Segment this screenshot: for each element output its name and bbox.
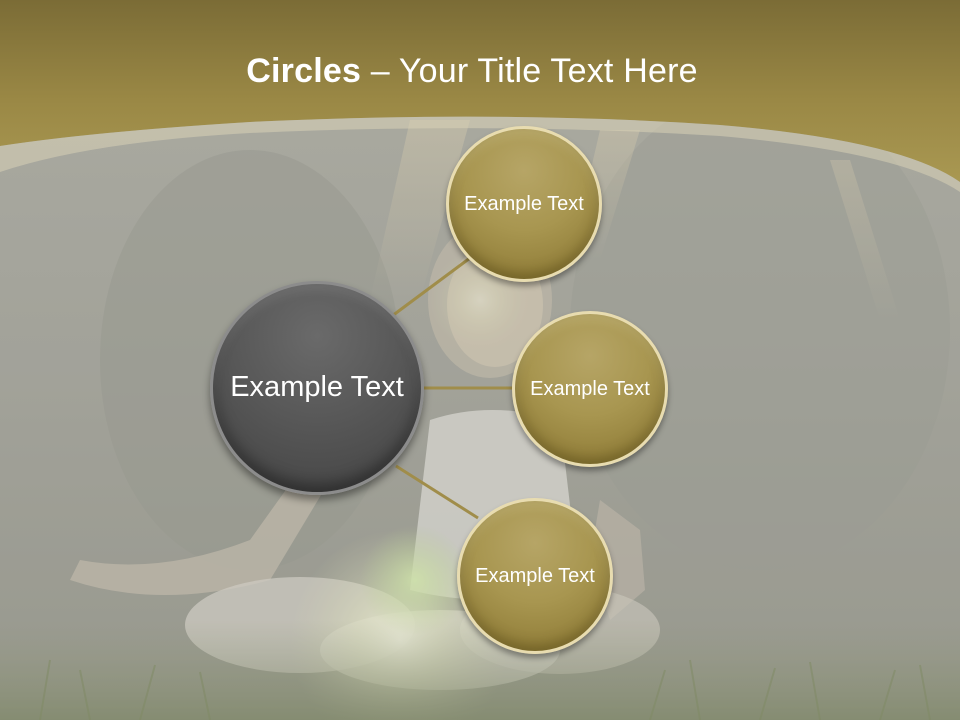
title-bold-part: Circles — [246, 52, 362, 90]
outer-circle-middle-label: Example Text — [530, 378, 650, 400]
outer-circle-top[interactable]: Example Text — [446, 126, 602, 282]
center-circle-label: Example Text — [230, 371, 404, 404]
connector-line-top — [391, 256, 471, 318]
connector-line-bottom — [395, 464, 479, 520]
outer-circle-bottom-label: Example Text — [475, 565, 595, 587]
slide-title[interactable]: Circles – Your Title Text Here — [0, 52, 944, 91]
center-circle[interactable]: Example Text — [210, 281, 424, 495]
title-rest: Your Title Text Here — [398, 52, 698, 90]
outer-circle-middle[interactable]: Example Text — [512, 311, 668, 467]
title-separator: – — [361, 52, 399, 90]
header-band — [0, 0, 960, 192]
outer-circle-top-label: Example Text — [464, 193, 584, 215]
outer-circle-bottom[interactable]: Example Text — [457, 498, 613, 654]
